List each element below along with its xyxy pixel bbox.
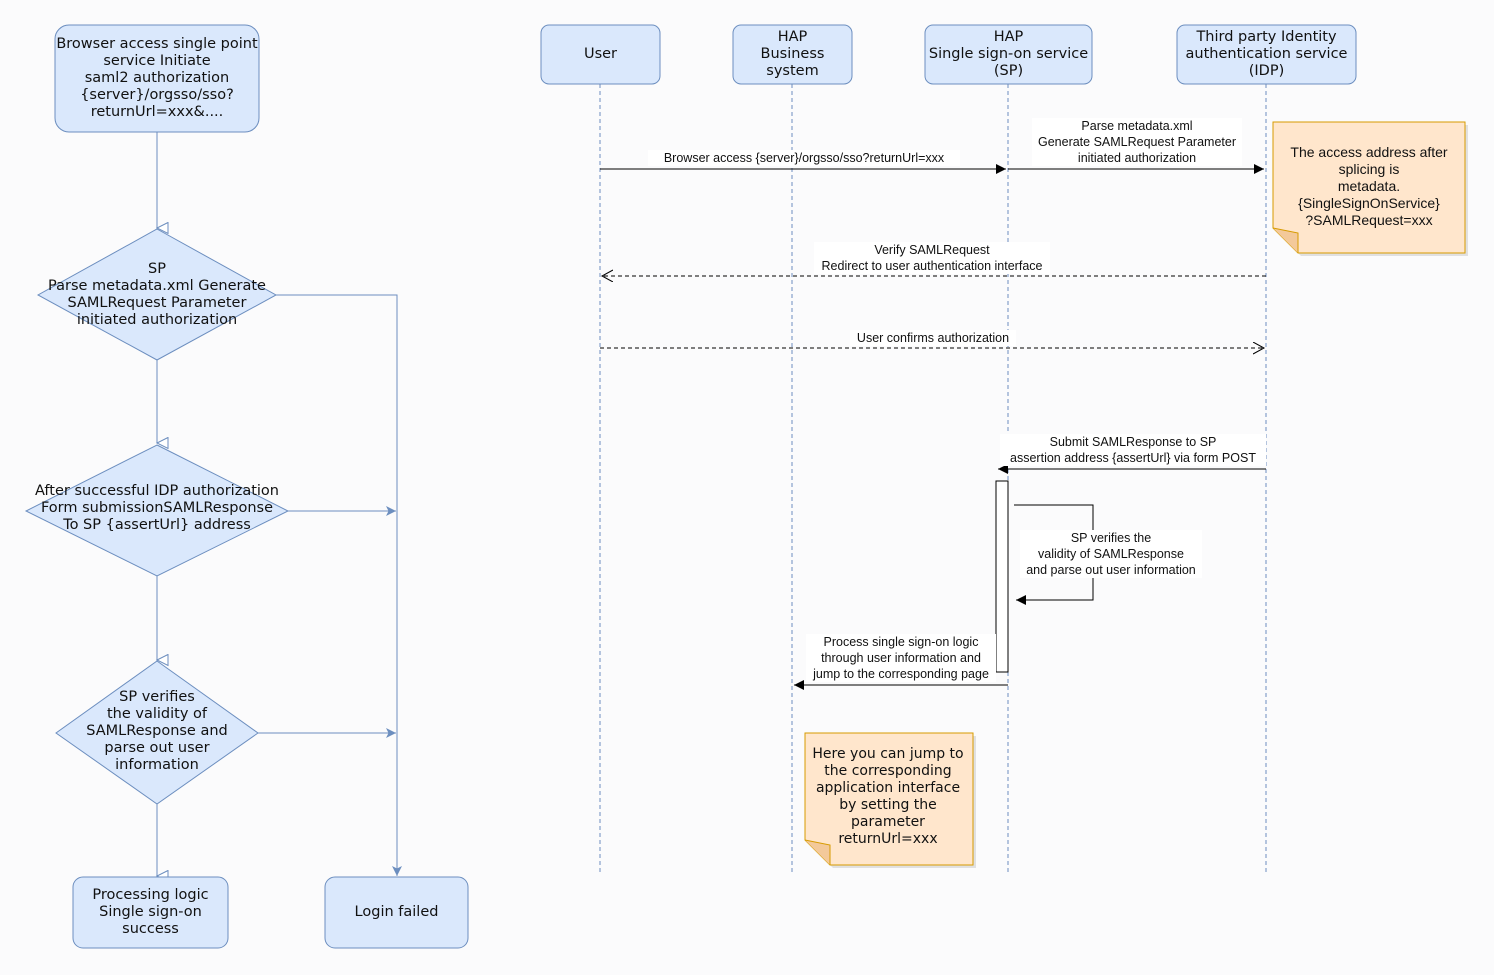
sequence-messages (600, 164, 1266, 690)
idp-note: The access address after splicing is met… (1290, 143, 1448, 228)
sp-activation-bar (995, 480, 1009, 673)
flow-edges (157, 132, 402, 876)
failed-node-shape (324, 876, 469, 949)
participant-sp-shape (924, 24, 1093, 85)
start-node-shape (54, 24, 260, 133)
lifelines (599, 84, 1267, 872)
msg-submit-response-label: Submit SAMLResponse to SP assertion addr… (1000, 434, 1266, 466)
msg-sp-verifies-label: SP verifies the validity of SAMLResponse… (1020, 530, 1202, 578)
msg-user-confirms-label: User confirms authorization (850, 330, 1016, 346)
business-note: Here you can jump to the corresponding a… (812, 746, 964, 847)
participant-user-shape (540, 24, 661, 85)
msg-verify-request-label: Verify SAMLRequest Redirect to user auth… (814, 242, 1050, 274)
msg-parse-metadata-label: Parse metadata.xml Generate SAMLRequest … (1032, 118, 1242, 166)
msg-process-logic-label: Process single sign-on logic through use… (806, 634, 996, 682)
decision-2-shape (24, 444, 290, 577)
decision-1-shape (36, 228, 278, 361)
edge-d1-to-failed (276, 294, 402, 876)
msg-browser-access-label: Browser access {server}/orgsso/sso?retur… (648, 150, 960, 166)
business-note-shape (804, 732, 976, 868)
participant-idp-shape (1176, 24, 1357, 85)
success-node-shape (72, 876, 229, 949)
participant-business-shape (732, 24, 853, 85)
idp-note-shape (1272, 121, 1468, 256)
decision-3-shape (55, 660, 259, 805)
